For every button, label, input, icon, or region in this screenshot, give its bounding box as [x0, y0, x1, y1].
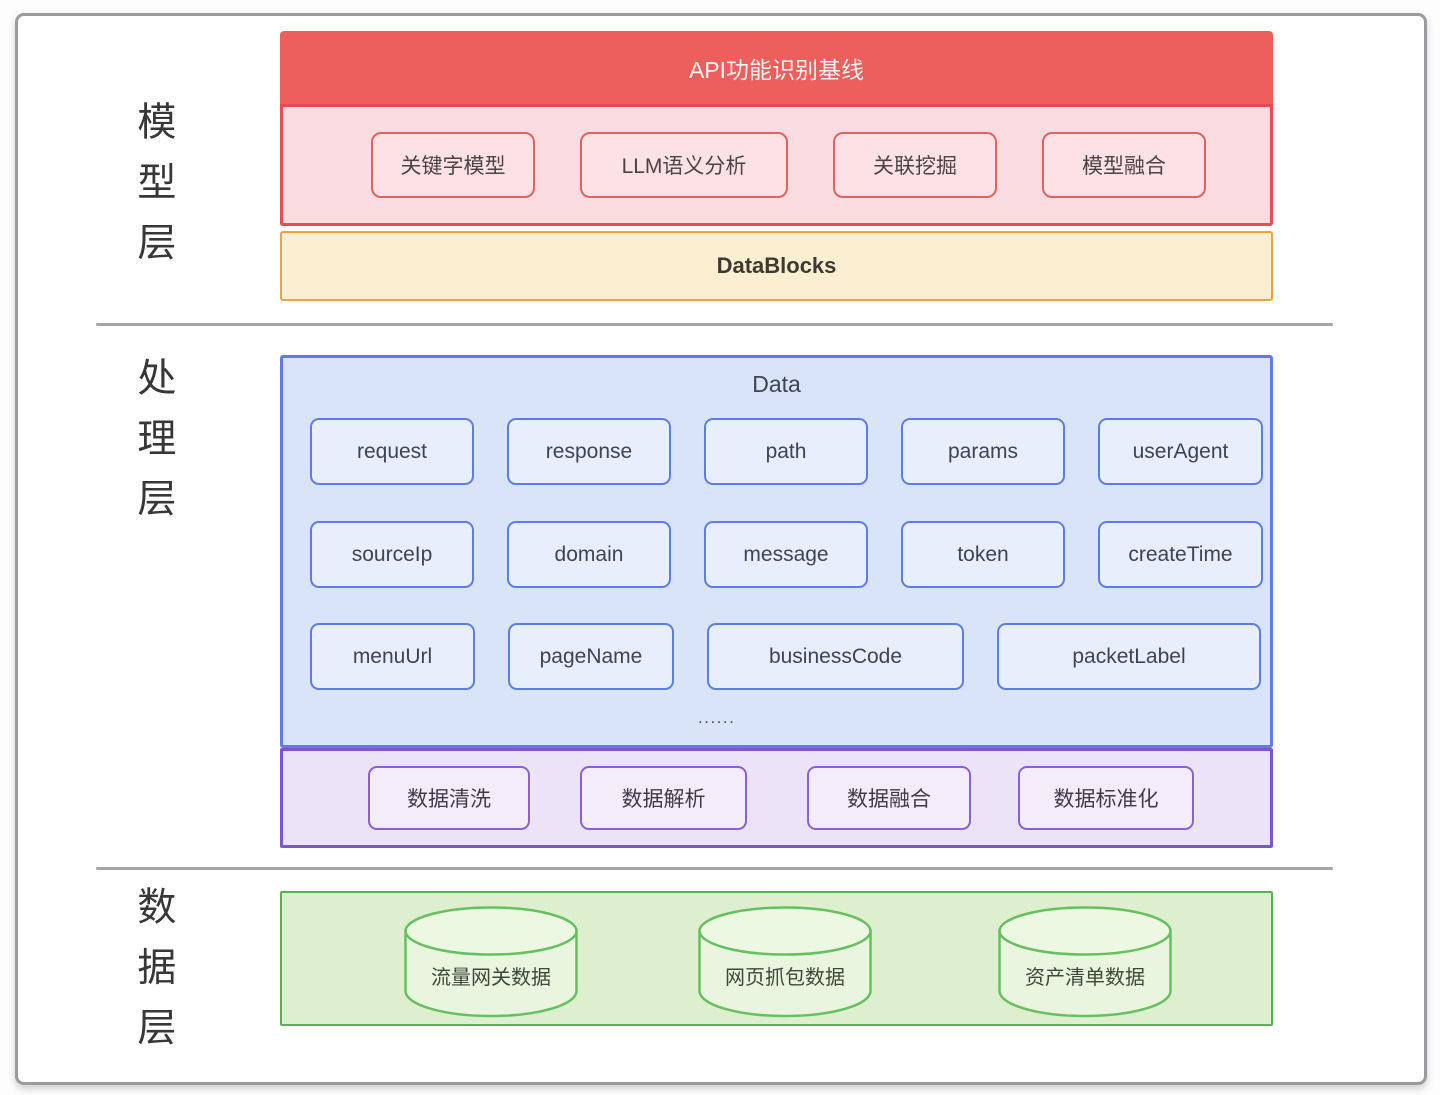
data-source-assets: 资产清单数据 — [997, 905, 1173, 1021]
field-box-domain: domain — [507, 521, 671, 588]
section-divider-1 — [96, 323, 1333, 326]
field-row-3: menuUrl pageName businessCode packetLabe… — [310, 623, 1261, 690]
model-box-keyword: 关键字模型 — [371, 132, 535, 198]
data-container: Data request response path params userAg… — [280, 355, 1273, 748]
model-layer-band: 关键字模型 LLM语义分析 关联挖掘 模型融合 — [280, 107, 1273, 226]
field-box-createtime: createTime — [1098, 521, 1263, 588]
field-box-menuurl: menuUrl — [310, 623, 475, 690]
layer-label-data: 数据层 — [131, 886, 175, 1068]
layer-label-process: 处理层 — [131, 357, 175, 539]
data-container-title: Data — [752, 371, 801, 397]
step-box-standardization: 数据标准化 — [1018, 766, 1194, 830]
layer-label-model: 模型层 — [131, 101, 175, 283]
data-source-label: 网页抓包数据 — [725, 967, 845, 989]
field-box-useragent: userAgent — [1098, 418, 1263, 485]
model-box-association: 关联挖掘 — [833, 132, 997, 198]
fields-ellipsis: ...... — [698, 708, 736, 727]
data-source-webcapture: 网页抓包数据 — [697, 905, 873, 1021]
data-source-traffic: 流量网关数据 — [403, 905, 579, 1021]
datablocks-band: DataBlocks — [280, 231, 1273, 301]
processing-steps-band: 数据清洗 数据解析 数据融合 数据标准化 — [280, 748, 1273, 848]
model-box-fusion: 模型融合 — [1042, 132, 1206, 198]
step-box-fusion: 数据融合 — [807, 766, 971, 830]
field-box-packetlabel: packetLabel — [997, 623, 1261, 690]
field-row-1: request response path params userAgent — [310, 418, 1263, 485]
data-source-label: 流量网关数据 — [431, 967, 551, 989]
field-row-2: sourceIp domain message token createTime — [310, 521, 1263, 588]
field-box-businesscode: businessCode — [707, 623, 964, 690]
diagram-card: 模型层 处理层 数据层 API功能识别基线 关键字模型 LLM语义分析 关联挖掘… — [15, 13, 1427, 1085]
model-box-llm: LLM语义分析 — [580, 132, 788, 198]
field-box-pagename: pageName — [508, 623, 674, 690]
field-box-token: token — [901, 521, 1065, 588]
field-box-sourceip: sourceIp — [310, 521, 474, 588]
field-box-path: path — [704, 418, 868, 485]
step-box-parsing: 数据解析 — [580, 766, 747, 830]
field-box-message: message — [704, 521, 868, 588]
data-source-label: 资产清单数据 — [1025, 967, 1145, 989]
field-box-response: response — [507, 418, 671, 485]
section-divider-2 — [96, 867, 1333, 870]
field-box-params: params — [901, 418, 1065, 485]
database-cylinder-icon — [998, 906, 1172, 1018]
field-box-request: request — [310, 418, 474, 485]
database-cylinder-icon — [404, 906, 578, 1018]
step-box-cleaning: 数据清洗 — [368, 766, 530, 830]
model-layer-header: API功能识别基线 — [280, 31, 1273, 107]
database-cylinder-icon — [698, 906, 872, 1018]
data-sources-band: 流量网关数据 网页抓包数据 资产清单数据 — [280, 891, 1273, 1026]
